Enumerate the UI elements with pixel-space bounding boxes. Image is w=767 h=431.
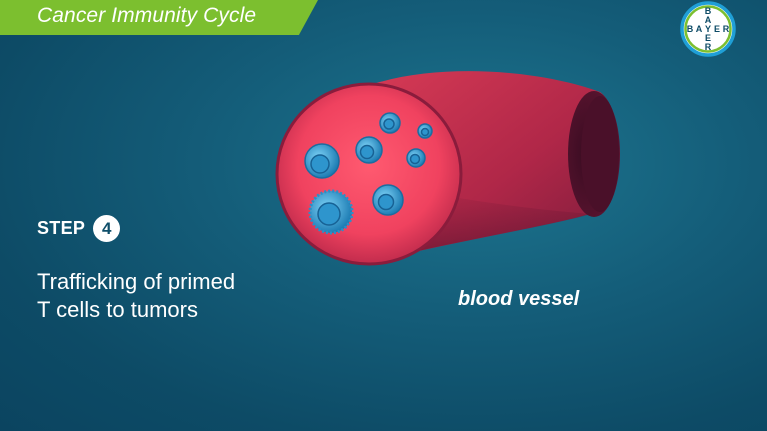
t-cells <box>304 112 433 235</box>
t-cell <box>355 136 383 164</box>
logo-letter-e-v: E <box>705 33 711 43</box>
t-cell <box>372 184 404 216</box>
t-cell-activated <box>308 189 354 235</box>
logo-letter-e-h: E <box>714 24 720 34</box>
logo-letter-r-h: R <box>723 24 730 34</box>
logo-letter-y-h: Y <box>705 24 711 34</box>
t-cell <box>379 112 401 134</box>
description-line-1: Trafficking of primed <box>37 269 236 294</box>
logo-letter-r-v: R <box>705 42 712 52</box>
blood-vessel-label: blood vessel <box>458 288 580 310</box>
logo-letters-horizontal: B A Y E R <box>687 24 730 34</box>
page-title: Cancer Immunity Cycle <box>37 4 257 27</box>
logo-letter-a-v: A <box>705 15 712 25</box>
step-description: Trafficking of primed T cells to tumors <box>37 268 235 324</box>
t-cell <box>406 148 426 168</box>
logo-letters-vertical: B A E R <box>705 6 712 52</box>
logo-letter-b-v: B <box>705 6 712 16</box>
logo-letter-b-h: B <box>687 24 694 34</box>
t-cell <box>417 123 433 139</box>
step-indicator: STEP 4 <box>37 215 121 242</box>
description-line-2: T cells to tumors <box>37 297 198 322</box>
step-number-badge: 4 <box>93 215 121 242</box>
title-banner <box>0 0 318 35</box>
logo-letter-a-h: A <box>696 24 703 34</box>
step-label: STEP <box>37 218 86 238</box>
bayer-logo-icon: B A Y E R B A E R <box>680 1 736 57</box>
t-cell <box>304 143 340 179</box>
